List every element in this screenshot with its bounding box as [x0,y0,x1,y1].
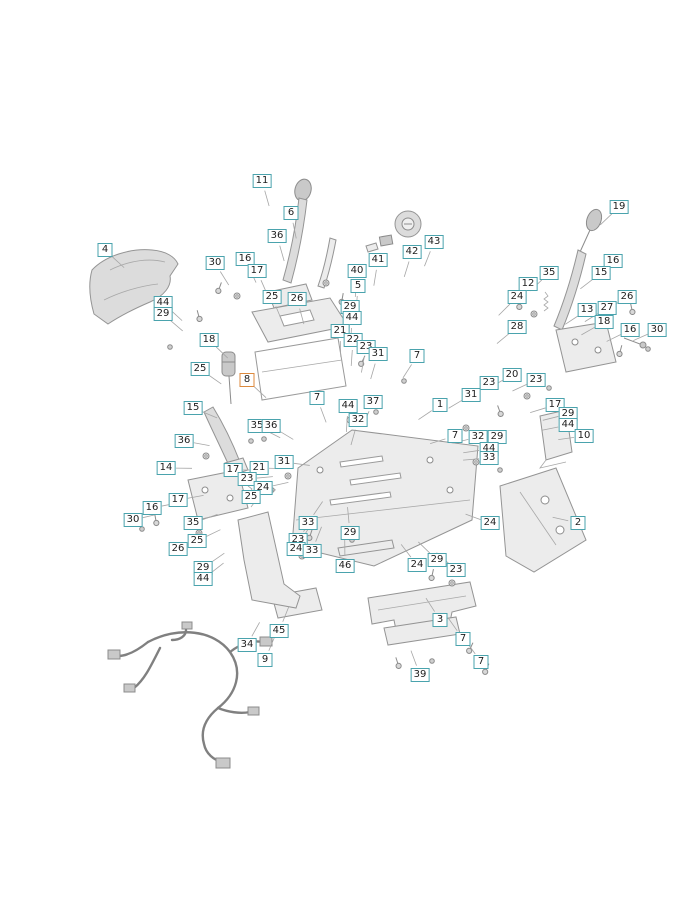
callout-29[interactable]: 29 [340,526,360,540]
callout-46[interactable]: 46 [335,559,355,573]
callout-30[interactable]: 30 [647,323,667,337]
callout-25[interactable]: 25 [241,490,261,504]
callout-27[interactable]: 27 [597,301,617,315]
callout-36[interactable]: 36 [267,229,287,243]
callout-35[interactable]: 35 [539,266,559,280]
callout-7[interactable]: 7 [409,349,425,363]
callout-31[interactable]: 31 [368,347,388,361]
callout-7[interactable]: 7 [473,655,489,669]
callout-33[interactable]: 33 [479,451,499,465]
wiring-harness-part [107,621,273,769]
callout-5[interactable]: 5 [350,279,366,293]
callout-33[interactable]: 33 [298,516,318,530]
callout-2[interactable]: 2 [570,516,586,530]
callout-41[interactable]: 41 [368,253,388,267]
callout-7[interactable]: 7 [455,632,471,646]
callout-24[interactable]: 24 [480,516,500,530]
callout-18[interactable]: 18 [594,315,614,329]
callout-29[interactable]: 29 [153,307,173,321]
callout-6[interactable]: 6 [283,206,299,220]
callout-25[interactable]: 25 [262,290,282,304]
callout-15[interactable]: 15 [591,266,611,280]
ignition-switch-part [365,210,422,253]
callout-12[interactable]: 12 [518,277,538,291]
callout-4[interactable]: 4 [97,243,113,257]
left-mount-bracket-part [187,469,255,521]
callout-42[interactable]: 42 [402,245,422,259]
callout-39[interactable]: 39 [410,668,430,682]
callout-7[interactable]: 7 [309,391,325,405]
callout-11[interactable]: 11 [252,174,272,188]
callout-45[interactable]: 45 [269,624,289,638]
callout-17[interactable]: 17 [247,264,267,278]
callout-37[interactable]: 37 [363,395,383,409]
callout-17[interactable]: 17 [168,493,188,507]
callout-32[interactable]: 32 [348,413,368,427]
callout-29[interactable]: 29 [427,553,447,567]
callout-16[interactable]: 16 [235,252,255,266]
callout-19[interactable]: 19 [609,200,629,214]
callout-26[interactable]: 26 [287,292,307,306]
callout-13[interactable]: 13 [577,303,597,317]
callout-30[interactable]: 30 [205,256,225,270]
callout-14[interactable]: 14 [156,461,176,475]
main-chassis-part [291,429,479,567]
callout-23[interactable]: 23 [237,472,257,486]
right-support-plate-part [499,467,587,573]
callout-44[interactable]: 44 [342,311,362,325]
right-lever-assembly-part [543,208,647,373]
callout-44[interactable]: 44 [193,572,213,586]
callout-31[interactable]: 31 [274,455,294,469]
center-small-brackets-part [237,511,395,619]
callout-7[interactable]: 7 [447,429,463,443]
callout-26[interactable]: 26 [168,542,188,556]
callout-24[interactable]: 24 [407,558,427,572]
callout-25[interactable]: 25 [190,362,210,376]
callout-21[interactable]: 21 [249,461,269,475]
callout-36[interactable]: 36 [174,434,194,448]
callout-23[interactable]: 23 [526,373,546,387]
callout-18[interactable]: 18 [199,333,219,347]
callout-23[interactable]: 23 [446,563,466,577]
callout-10[interactable]: 10 [574,429,594,443]
callout-30[interactable]: 30 [123,513,143,527]
callout-44[interactable]: 44 [338,399,358,413]
console-panel-part [221,297,349,405]
callout-23[interactable]: 23 [479,376,499,390]
callout-43[interactable]: 43 [424,235,444,249]
callout-26[interactable]: 26 [617,290,637,304]
callout-15[interactable]: 15 [183,401,203,415]
callout-31[interactable]: 31 [461,388,481,402]
callout-8[interactable]: 8 [239,373,255,387]
callout-3[interactable]: 3 [432,613,448,627]
callout-20[interactable]: 20 [502,368,522,382]
callout-44[interactable]: 44 [558,418,578,432]
callout-25[interactable]: 25 [187,534,207,548]
callout-28[interactable]: 28 [507,320,527,334]
callout-33[interactable]: 33 [302,544,322,558]
callout-32[interactable]: 32 [468,430,488,444]
callout-40[interactable]: 40 [347,264,367,278]
callout-16[interactable]: 16 [603,254,623,268]
callout-24[interactable]: 24 [507,290,527,304]
callout-35[interactable]: 35 [183,516,203,530]
callout-16[interactable]: 16 [142,501,162,515]
callout-16[interactable]: 16 [620,323,640,337]
left-cover-bracket-part [89,249,179,325]
callout-34[interactable]: 34 [237,638,257,652]
callout-1[interactable]: 1 [432,398,448,412]
callout-36[interactable]: 36 [261,419,281,433]
callout-9[interactable]: 9 [257,653,273,667]
